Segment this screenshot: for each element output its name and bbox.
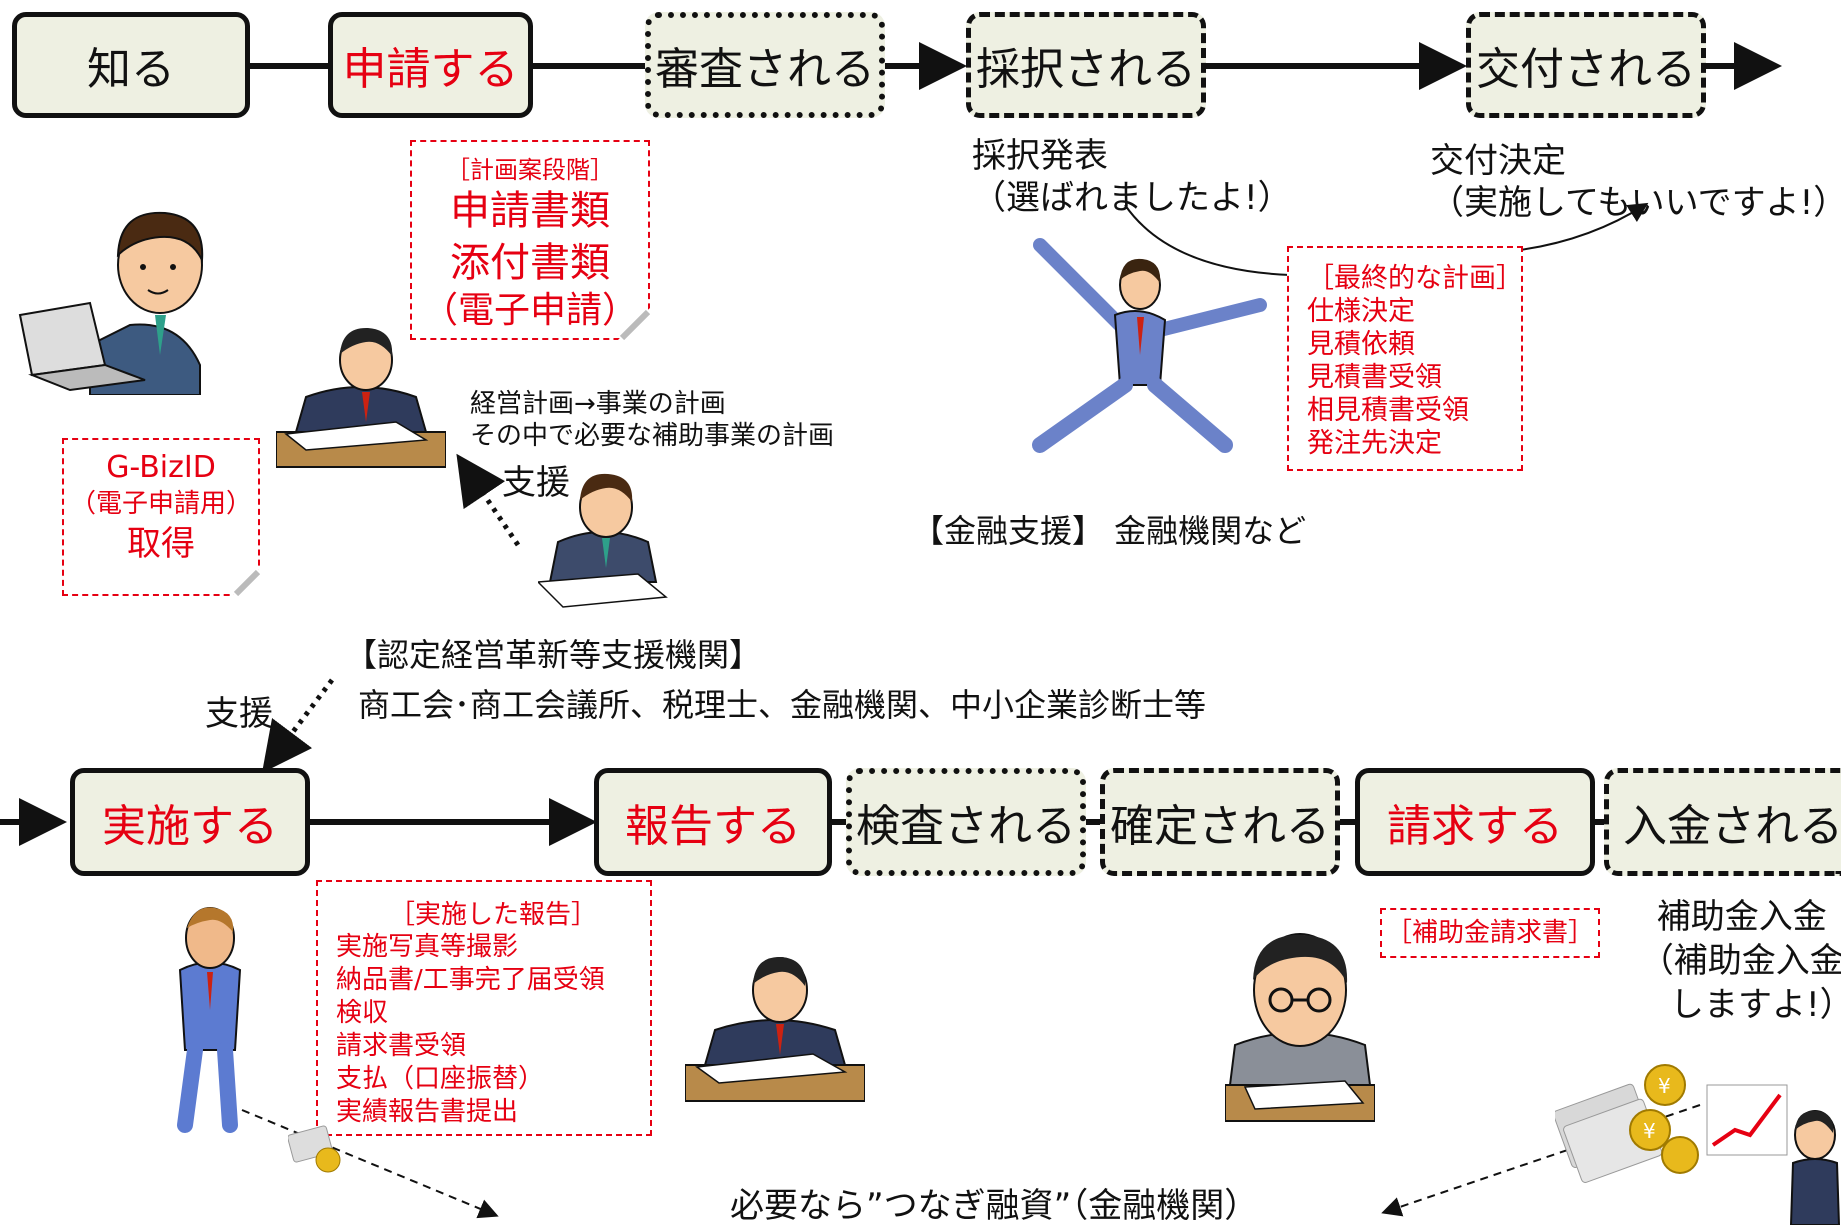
note-item: 見積依頼 (1307, 329, 1415, 360)
note-item: 見積書受領 (1307, 362, 1442, 393)
note-header: ［計画案段階］ (446, 156, 614, 184)
step-label: 知る (87, 44, 175, 95)
step-label: 申請する (342, 44, 519, 95)
grant-curve (1519, 202, 1649, 251)
step-inspect: 検査される (846, 768, 1086, 876)
step-know: 知る (12, 12, 250, 118)
support-label: 支援 (205, 694, 273, 734)
note-item: 請求書受領 (336, 1031, 467, 1061)
page-curl-icon (232, 568, 260, 596)
person-glasses-illustration (1225, 933, 1375, 1122)
coin-icon (288, 1125, 341, 1173)
financial-support: 【金融支援】 金融機関など (912, 512, 1307, 550)
invoice-label: ［補助金請求書］ (1385, 918, 1594, 948)
note-item: 実施写真等撮影 (336, 932, 519, 962)
payment-line: しますよ!） (1670, 985, 1841, 1025)
final-plan-note: ［最終的な計画］ 仕様決定 見積依頼 見積書受領 相見積書受領 発注先決定 (1287, 246, 1523, 471)
report-note: ［実施した報告］ 実施写真等撮影 納品書/工事完了届受領 検収 請求書受領 支払… (316, 880, 652, 1136)
note-item: 実績報告書提出 (336, 1097, 519, 1127)
bridge-loan-text: 必要なら”つなぎ融資”（金融機関） (730, 1186, 1259, 1226)
note-item: 支払（口座振替） (336, 1064, 545, 1094)
support-arrow (261, 678, 334, 773)
step-adopted: 採択される (966, 12, 1206, 118)
step-label: 検査される (856, 801, 1076, 852)
grant-line: 交付決定 (1430, 141, 1566, 181)
walking-person-illustration (177, 907, 242, 1133)
step-label: 採択される (976, 44, 1196, 95)
step-claim: 請求する (1355, 768, 1595, 876)
adoption-line: 採択発表 (972, 136, 1108, 176)
step-label: 報告する (625, 801, 801, 852)
payment-line: 補助金入金 (1656, 897, 1827, 937)
step-implement: 実施する (70, 768, 310, 876)
note-line: （電子申請） (421, 290, 638, 331)
note-item: 発注先決定 (1307, 428, 1442, 459)
support-label: 支援 (502, 463, 570, 503)
step-report: 報告する (594, 768, 832, 876)
person-reporting-illustration (685, 956, 865, 1102)
gbiz-note: G-BizID （電子申請用） 取得 (62, 438, 260, 596)
grant-decision-text: 交付決定 （実施してもいいですよ!） (1430, 140, 1841, 224)
step-deposit: 入金される (1604, 768, 1841, 876)
page-curl-icon (618, 308, 650, 340)
support-arrow (456, 453, 521, 547)
svg-text:¥: ¥ (1658, 1074, 1671, 1098)
note-item: 仕様決定 (1307, 296, 1415, 327)
certified-org-members: 商工会･商工会議所、税理士、金融機関、中小企業診断士等 (358, 686, 1207, 724)
step-review: 審査される (645, 12, 885, 118)
note-item: 相見積書受領 (1307, 395, 1469, 426)
plan-line: 経営計画→事業の計画 (470, 389, 726, 419)
consultant-illustration (538, 473, 668, 608)
step-apply: 申請する (328, 12, 533, 118)
step-label: 入金される (1623, 801, 1841, 852)
step-label: 審査される (655, 44, 875, 95)
person-writing-illustration (276, 327, 446, 468)
invoice-note: ［補助金請求書］ (1380, 908, 1600, 958)
note-line: （電子申請用） (69, 489, 252, 519)
certified-org-title: 【認定経営革新等支援機関】 (345, 636, 762, 674)
note-line: 添付書類 (450, 240, 610, 286)
jumping-person-illustration (1032, 238, 1267, 453)
step-label: 請求する (1387, 801, 1563, 852)
note-item: 納品書/工事完了届受領 (336, 965, 605, 995)
step-label: 交付される (1476, 44, 1696, 95)
growth-chart-icon (1706, 1084, 1841, 1225)
application-note: ［計画案段階］ 申請書類 添付書類 （電子申請） (410, 140, 650, 340)
note-header: ［最終的な計画］ (1307, 263, 1523, 294)
note-line: G-BizID (106, 450, 216, 485)
money-icon: ¥ ¥ (1555, 1064, 1699, 1183)
adoption-curve (1124, 204, 1291, 276)
note-line: 取得 (127, 524, 195, 564)
note-item: 検収 (336, 998, 389, 1028)
plan-text: 経営計画→事業の計画 その中で必要な補助事業の計画 (470, 388, 834, 452)
adoption-line: （選ばれましたよ!） (972, 178, 1292, 218)
payment-text: 補助金入金 （補助金入金 しますよ!） (1630, 895, 1841, 1027)
step-confirm: 確定される (1100, 768, 1340, 876)
svg-text:¥: ¥ (1643, 1119, 1656, 1143)
step-granted: 交付される (1466, 12, 1706, 118)
step-label: 確定される (1110, 801, 1330, 852)
loan-arrow (241, 1109, 499, 1219)
note-line: 申請書類 (450, 188, 610, 234)
adoption-text: 採択発表 （選ばれましたよ!） (972, 135, 1292, 219)
payment-line: （補助金入金 (1639, 941, 1841, 981)
plan-line: その中で必要な補助事業の計画 (470, 421, 835, 451)
note-header: ［実施した報告］ (388, 900, 597, 930)
step-label: 実施する (102, 801, 278, 852)
grant-line: （実施してもいいですよ!） (1430, 183, 1841, 223)
person-laptop-illustration (18, 211, 204, 395)
